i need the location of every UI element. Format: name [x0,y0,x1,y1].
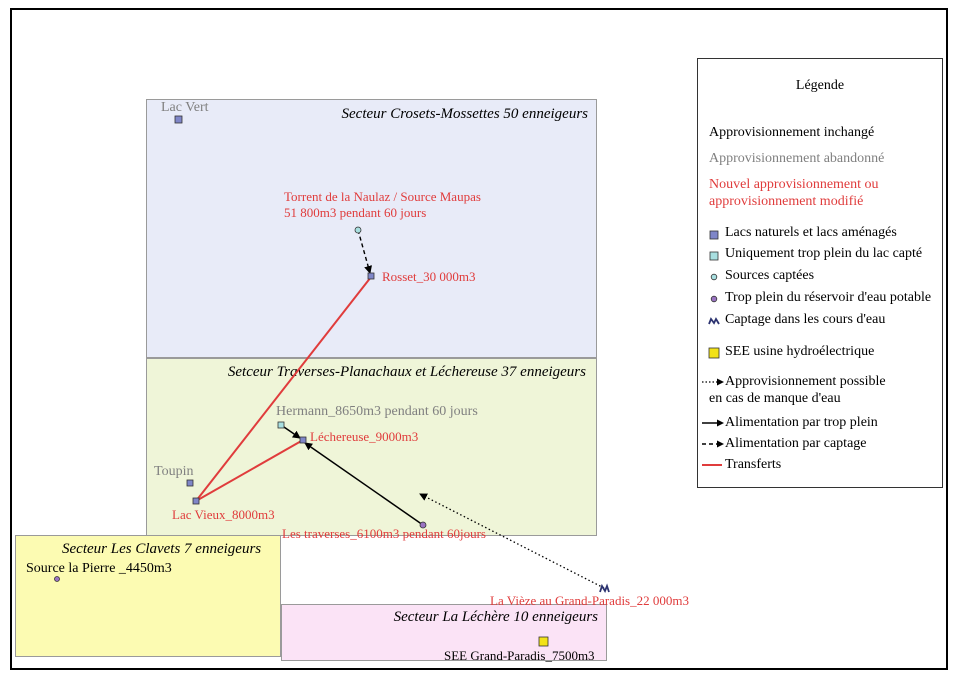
label-source-pierre: Source la Pierre _4450m3 [26,561,172,576]
label-rosset: Rosset_30 000m3 [382,269,476,284]
legend-overflow-lake: Uniquement trop plein du lac capté [725,246,923,261]
sector-crosets-title: Secteur Crosets-Mossettes 50 enneigeurs [341,106,588,122]
sector-crosets-mossettes: Secteur Crosets-Mossettes 50 enneigeurs [146,99,597,358]
label-lac-vert: Lac Vert [161,100,209,115]
red-line-icon [702,464,722,466]
legend-title: Légende [795,78,845,93]
sector-traverses-title: Setceur Traverses-Planachaux et Léchereu… [227,364,586,380]
sector-la-lechere: Secteur La Léchère 10 enneigeurs [281,604,607,661]
legend-feed-capture: Alimentation par captage [725,436,867,451]
circle-cyan-icon [710,273,718,281]
legend-new-line2: approvisionnement modifié [709,194,864,209]
label-lac-vieux: Lac Vieux_8000m3 [172,507,275,522]
legend-hydro: SEE usine hydroélectrique [725,344,875,359]
label-see: SEE Grand-Paradis_7500m3 [444,648,595,663]
label-lechereuse: Léchereuse_9000m3 [310,429,419,444]
label-toupin: Toupin [154,464,194,479]
square-cyan-icon [709,251,719,261]
square-yellow-icon [708,347,720,359]
label-torrent-line1: Torrent de la Naulaz / Source Maupas [284,189,481,204]
label-traverses: Les traverses_6100m3 pendant 60jours [282,526,486,541]
legend-new-line1: Nouvel approvisionnement ou [709,177,879,192]
legend-panel: Légende Approvisionnement inchangé Appro… [697,58,943,488]
sector-clavets-title: Secteur Les Clavets 7 enneigeurs [62,541,262,557]
label-hermann: Hermann_8650m3 pendant 60 jours [276,404,478,419]
solid-arrow-icon [702,419,724,427]
legend-possible-line2: en cas de manque d'eau [709,391,841,406]
legend-stream-capture: Captage dans les cours d'eau [725,312,886,327]
legend-abandoned: Approvisionnement abandonné [709,151,885,166]
sector-lechere-title: Secteur La Léchère 10 enneigeurs [393,609,598,625]
wave-icon [708,317,720,325]
label-torrent-line2: 51 800m3 pendant 60 jours [284,205,427,220]
legend-overflow-reservoir: Trop plein du réservoir d'eau potable [725,290,932,305]
circle-purple-icon [710,295,718,303]
square-blue-icon [709,230,719,240]
legend-possible-line1: Approvisionnement possible [725,374,886,389]
dashed-arrow-icon [702,440,724,448]
label-vieze: La Vièze au Grand-Paradis_22 000m3 [490,593,689,608]
legend-springs: Sources captées [725,268,815,283]
legend-feed-overflow: Alimentation par trop plein [725,415,878,430]
legend-unchanged: Approvisionnement inchangé [709,125,875,140]
legend-lakes: Lacs naturels et lacs aménagés [725,225,897,240]
sector-les-clavets: Secteur Les Clavets 7 enneigeurs [15,535,281,657]
dotted-arrow-icon [702,378,724,386]
legend-transfers: Transferts [725,457,782,472]
